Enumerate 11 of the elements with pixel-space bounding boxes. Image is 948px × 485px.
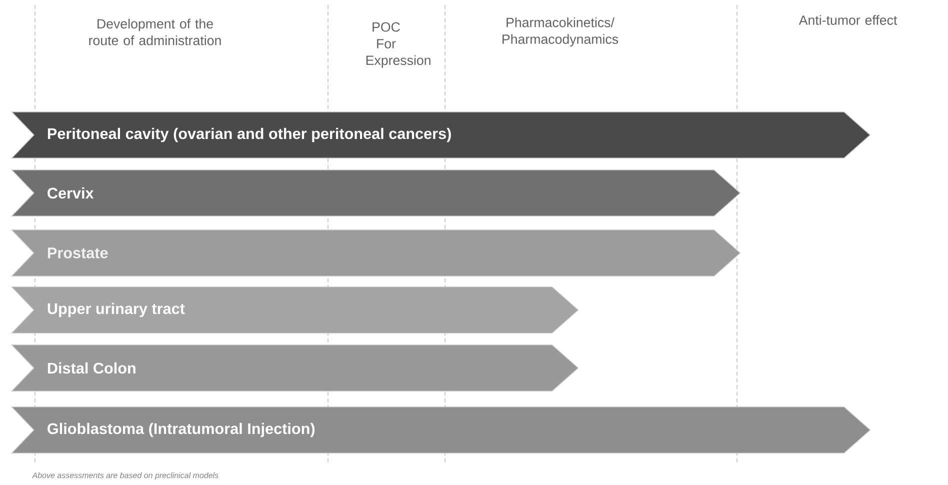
column-header: Anti-tumor effect — [798, 15, 898, 25]
column-header: Pharmacokinetics/ Pharmacodynamics — [502, 17, 618, 47]
chevron-bar: Distal Colon — [11, 344, 579, 392]
chevron-bar: Cervix — [11, 170, 741, 216]
chevron-bar: Prostate — [11, 230, 741, 276]
chevron-bar: Upper urinary tract — [11, 286, 579, 334]
chevron-bar: Glioblastoma (Intratumoral Injection) — [11, 406, 871, 454]
footnote: Above assessments are based on preclinical models — [32, 472, 218, 480]
column-header: Development of the route of administration — [89, 18, 221, 46]
column-header: POC For Expression — [366, 22, 430, 68]
chevron-bar: Peritoneal cavity (ovarian and other peritoneal cancers) — [11, 112, 871, 158]
